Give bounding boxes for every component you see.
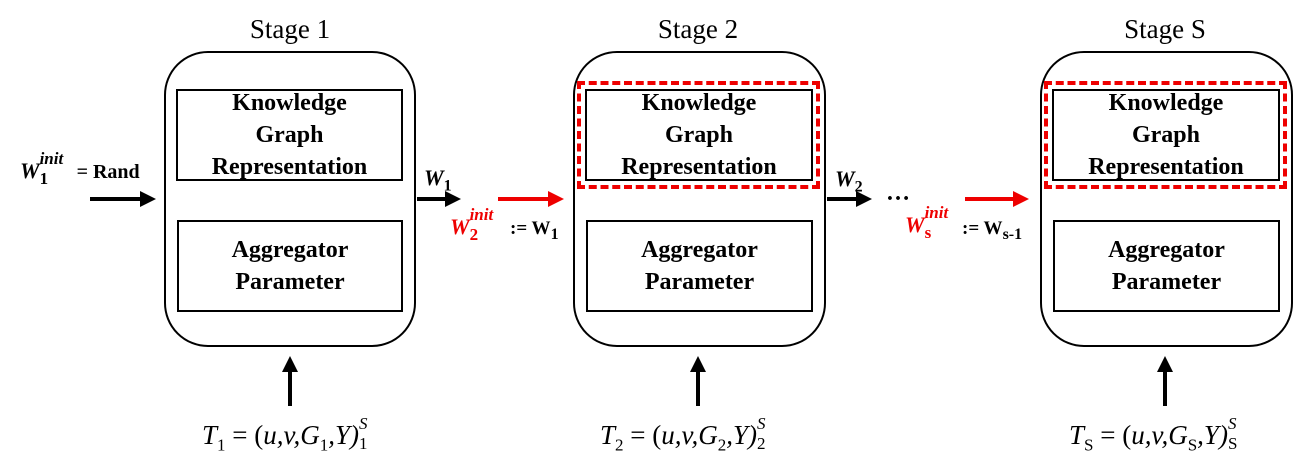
kg-line: Knowledge [232, 90, 347, 116]
stageS-title: Stage S [1124, 14, 1206, 44]
stage2-title: Stage 2 [657, 14, 739, 44]
kg-line: Graph [664, 122, 733, 148]
stage2-kg-box: Knowledge Graph Representation [585, 89, 813, 181]
kg-line: Knowledge [1108, 90, 1224, 116]
agg-line: Parameter [644, 269, 755, 295]
agg-line: Aggregator [641, 237, 758, 263]
stageS-agg-box: Aggregator Parameter [1053, 220, 1280, 312]
w2-init-assign: := W1 [510, 218, 559, 243]
agg-line: Aggregator [1108, 237, 1225, 263]
stage1-box [164, 51, 416, 347]
kg-line: Graph [1131, 122, 1200, 148]
kg-line: Representation [211, 154, 368, 180]
agg-line: Aggregator [231, 237, 349, 263]
stageS-highlight-dashed [1044, 81, 1287, 189]
kg-line: Representation [621, 154, 777, 180]
stage1-agg-box: Aggregator Parameter [177, 220, 403, 312]
agg-line: Parameter [235, 269, 345, 295]
ellipsis: … [886, 180, 910, 206]
stage2-agg-box: Aggregator Parameter [586, 220, 813, 312]
stage2-highlight-dashed [577, 81, 820, 189]
stage1-kg-box: Knowledge Graph Representation [176, 89, 403, 181]
w1-output-label: W1 [424, 165, 452, 195]
kg-line: Graph [255, 122, 324, 148]
stageS-kg-box: Knowledge Graph Representation [1052, 89, 1280, 181]
ws-init-assign: := Ws-1 [962, 218, 1023, 243]
kg-line: Representation [1088, 154, 1244, 180]
stage1-title: Stage 1 [249, 14, 331, 44]
agg-line: Parameter [1111, 269, 1222, 295]
stageS-box [1040, 51, 1293, 347]
stage2-box [573, 51, 826, 347]
w2-output-label: W2 [835, 166, 863, 196]
kg-line: Knowledge [641, 90, 757, 116]
